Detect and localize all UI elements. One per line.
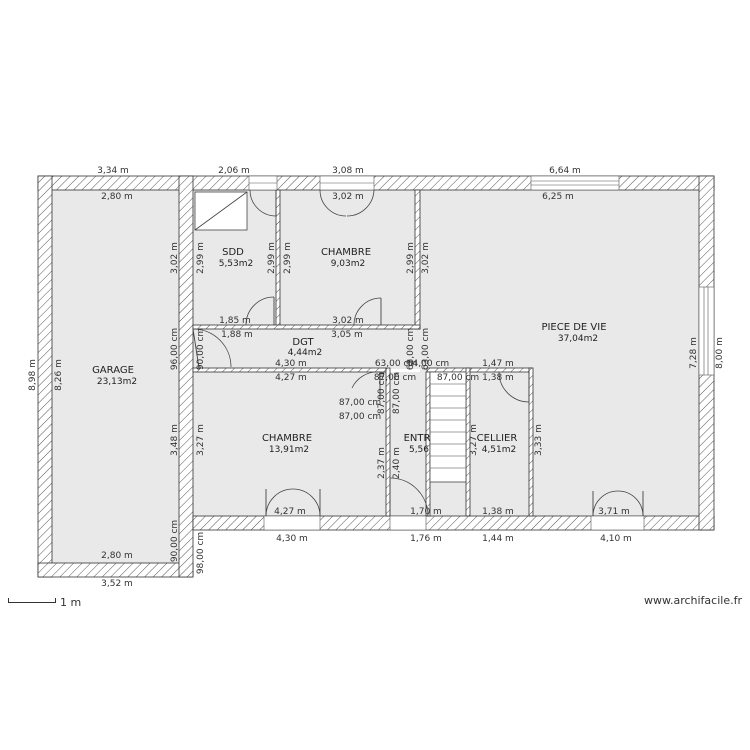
vie-name: PIECE DE VIE [541, 322, 606, 333]
dim-stair-b: 64,00 cm [407, 359, 449, 369]
dim-cellier-bottom-ext: 1,44 m [482, 534, 514, 544]
dim-chambre2-bottom-ext: 4,30 m [276, 534, 308, 544]
garage-name: GARAGE [92, 365, 134, 376]
dimensions-vertical: 8,98 m 8,26 m 3,02 m 2,99 m 2,99 m 2,99 … [28, 242, 725, 574]
dim-stair-d2: 87,00 cm [392, 372, 402, 414]
dim-entree-post-b: 87,00 cm [339, 412, 381, 422]
dim-top-ext-vie: 6,64 m [549, 166, 581, 176]
dim-stair-e: 1,47 m [482, 359, 514, 369]
dim-garage-step-a: 90,00 cm [170, 520, 180, 562]
dim-stair-f: 87,00 cm [437, 373, 479, 383]
dim-garage-bottom-ext: 3,52 m [101, 579, 133, 589]
dim-dgt-right: 63,00 cm [406, 328, 416, 370]
dim-top-ext-sdd: 2,06 m [218, 166, 250, 176]
room-labels: GARAGE 23,13m2 SDD 5,53m2 CHAMBRE 9,03m2… [92, 247, 606, 455]
dim-garage-step-b: 98,00 cm [196, 532, 206, 574]
dim-dgt-bottom: 4,27 m [275, 373, 307, 383]
dim-garage-bottom-int: 2,80 m [101, 551, 133, 561]
dgt-area: 4,44m2 [288, 348, 323, 358]
dim-chambre1-right2: 3,02 m [421, 242, 431, 274]
dim-sdd-right: 2,99 m [267, 242, 277, 274]
watermark-text: www.archifacile.fr [643, 594, 742, 607]
dim-stair-d: 87,00 cm [377, 372, 387, 414]
dim-entree-bottom-ext: 1,76 m [410, 534, 442, 544]
dim-chambre1-left: 2,99 m [283, 242, 293, 274]
staircase [429, 371, 467, 483]
windows [248, 175, 715, 531]
dim-chambre2-bottom-int: 4,27 m [274, 507, 306, 517]
garage-area: 23,13m2 [97, 377, 137, 387]
dim-stair-c: 87,00 cm [374, 373, 416, 383]
dim-entree-left: 2,37 m [377, 447, 387, 479]
dim-chambre1-right: 2,99 m [406, 242, 416, 274]
dim-stair-g: 1,38 m [482, 373, 514, 383]
scale-bar [8, 598, 56, 603]
sdd-name: SDD [222, 247, 244, 258]
dim-vie-bottom-ext: 4,10 m [600, 534, 632, 544]
chambre1-area: 9,03m2 [331, 259, 366, 269]
cellier-area: 4,51m2 [482, 445, 517, 455]
dim-chambre2-left-ext: 3,48 m [170, 424, 180, 456]
chambre2-name: CHAMBRE [262, 433, 312, 444]
dim-dgt-width: 4,30 m [275, 359, 307, 369]
dim-stair-a: 63,00 cm [375, 359, 417, 369]
sdd-area: 5,53m2 [219, 259, 254, 269]
entree-area: 5,56 [409, 445, 429, 455]
dim-top-ext-garage: 3,34 m [97, 166, 129, 176]
dimensions-horizontal: 3,34 m 2,06 m 3,08 m 6,64 m 2,80 m 3,02 … [97, 166, 632, 589]
dim-stair-right-a: 63,00 cm [421, 328, 431, 370]
dim-garage-height-ext: 8,98 m [28, 359, 38, 391]
doors [192, 189, 644, 517]
dgt-name: DGT [292, 337, 314, 348]
dim-vie-bottom-int: 3,71 m [598, 507, 630, 517]
dim-chambre2-left: 3,27 m [196, 424, 206, 456]
dim-vie-right-ext: 8,00 m [715, 337, 725, 369]
dim-entree-bottom-int: 1,70 m [410, 507, 442, 517]
chambre2-area: 13,91m2 [269, 445, 309, 455]
dim-top-int-garage: 2,80 m [101, 192, 133, 202]
dim-sdd-inner-left: 2,99 m [196, 242, 206, 274]
dim-entree-post-a: 87,00 cm [339, 398, 381, 408]
dim-garage-height-int: 8,26 m [54, 359, 64, 391]
scale-label: 1 m [60, 596, 82, 609]
dim-dgt-left-b: 90,00 cm [196, 328, 206, 370]
chambre1-name: CHAMBRE [321, 247, 371, 258]
entree-name: ENTR [404, 433, 431, 444]
dim-cellier-bottom-int: 1,38 m [482, 507, 514, 517]
dim-chambre1-bottom: 3,02 m [332, 316, 364, 326]
dim-cellier-right: 3,33 m [534, 424, 544, 456]
dim-dgt-top-right: 3,05 m [331, 330, 363, 340]
dim-top-int-chambre: 3,02 m [332, 192, 364, 202]
dim-sdd-bottom: 1,85 m [219, 316, 251, 326]
dim-top-ext-chambre: 3,08 m [332, 166, 364, 176]
vie-area: 37,04m2 [558, 334, 598, 344]
dim-dgt-left-a: 96,00 cm [170, 328, 180, 370]
dim-entree-right: 2,40 m [392, 447, 402, 479]
dim-vie-right-int: 7,28 m [689, 337, 699, 369]
dim-cellier-left: 3,27 m [469, 424, 479, 456]
dim-dgt-top-left: 1,88 m [221, 330, 253, 340]
dim-sdd-left: 3,02 m [170, 242, 180, 274]
dim-top-int-vie: 6,25 m [542, 192, 574, 202]
cellier-name: CELLIER [477, 433, 518, 444]
shower [194, 191, 248, 231]
